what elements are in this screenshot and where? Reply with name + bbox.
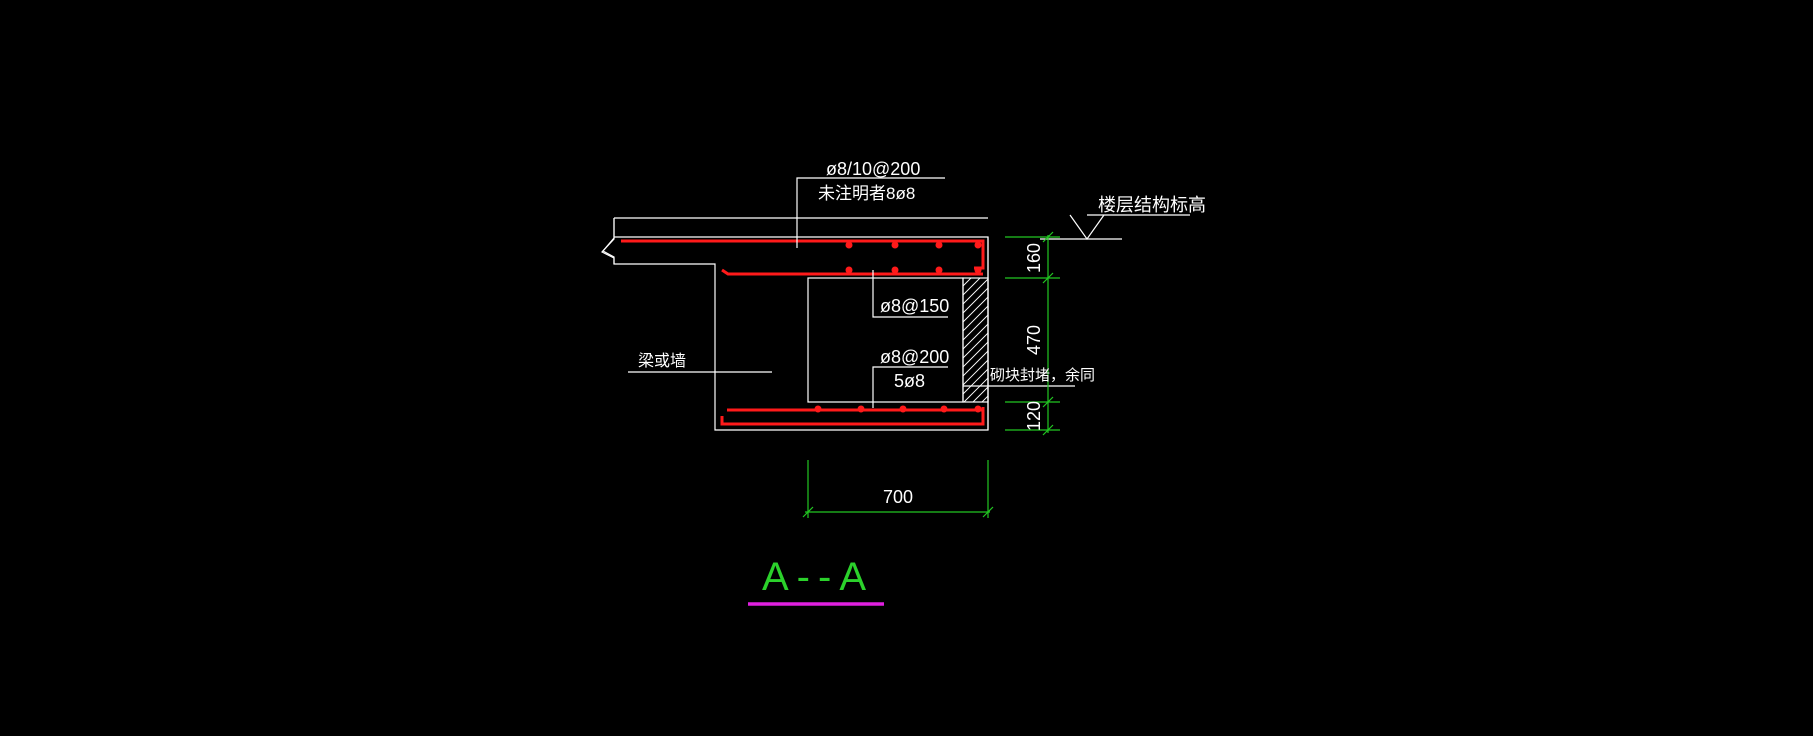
dimension-160: 160 bbox=[1024, 243, 1044, 273]
rebar-dot bbox=[857, 405, 865, 413]
dim-tick bbox=[982, 506, 994, 518]
dim-tick bbox=[1042, 272, 1054, 284]
rebar-dot bbox=[845, 266, 853, 274]
rebar-dot bbox=[974, 241, 982, 249]
section-title: A--A bbox=[762, 555, 874, 599]
break-symbol bbox=[602, 218, 615, 264]
top-rebar-label: ø8/10@200 bbox=[826, 159, 920, 179]
dim-tick bbox=[1042, 231, 1054, 243]
dim-tick bbox=[1042, 424, 1054, 436]
dimension-120: 120 bbox=[1024, 401, 1044, 431]
rebar-dot bbox=[899, 405, 907, 413]
rebar-dot bbox=[940, 405, 948, 413]
unmarked-note-label: 未注明者8ø8 bbox=[818, 184, 915, 203]
hatch-line bbox=[962, 359, 989, 386]
masonry-hatch bbox=[962, 277, 989, 403]
rebar-dot bbox=[935, 266, 943, 274]
hatch-line bbox=[962, 277, 972, 287]
hatch-line bbox=[962, 296, 989, 323]
floor-elevation-label: 楼层结构标高 bbox=[1098, 195, 1206, 215]
dimension-group bbox=[802, 231, 1060, 518]
rebar-dot bbox=[974, 405, 982, 413]
leader-stirrup bbox=[872, 270, 948, 318]
rebar-group bbox=[621, 239, 985, 426]
hatch-line bbox=[962, 368, 989, 395]
leader-top-rebar bbox=[796, 177, 945, 248]
bottom-longitudinal-label: 5ø8 bbox=[894, 371, 925, 391]
hatch-line bbox=[962, 341, 989, 368]
hatch-line bbox=[962, 350, 989, 377]
elevation-triangle bbox=[1069, 214, 1105, 241]
dimension-470: 470 bbox=[1024, 325, 1044, 355]
dim-tick bbox=[802, 506, 814, 518]
bottom-rebar bbox=[720, 407, 985, 426]
rebar-dot bbox=[845, 241, 853, 249]
leader-lines bbox=[628, 177, 1190, 408]
hatch-line bbox=[962, 278, 989, 305]
hatch-line bbox=[962, 332, 989, 359]
stirrup-label: ø8@150 bbox=[880, 296, 949, 316]
dimension-700: 700 bbox=[883, 487, 913, 507]
rebar-dot bbox=[935, 241, 943, 249]
hatch-line bbox=[962, 323, 989, 350]
hatch-line bbox=[963, 377, 989, 403]
beam-wall-label: 梁或墙 bbox=[638, 352, 686, 370]
top-lower-rebar bbox=[721, 268, 983, 276]
leader-bottom-rebar bbox=[872, 366, 948, 408]
hatch-line bbox=[962, 314, 989, 341]
rebar-dot bbox=[974, 266, 982, 274]
dim-tick bbox=[1042, 396, 1054, 408]
bottom-rebar-label: ø8@200 bbox=[880, 347, 949, 367]
hatch-line bbox=[962, 277, 981, 296]
hatch-line bbox=[962, 287, 989, 314]
rebar-dot bbox=[891, 241, 899, 249]
rebar-dot bbox=[891, 266, 899, 274]
hatch-line bbox=[972, 386, 989, 403]
rebar-dot bbox=[814, 405, 822, 413]
masonry-infill-label: 砌块封堵，余同 bbox=[990, 366, 1095, 384]
hatch-line bbox=[981, 395, 989, 403]
hatch-line bbox=[962, 305, 989, 332]
